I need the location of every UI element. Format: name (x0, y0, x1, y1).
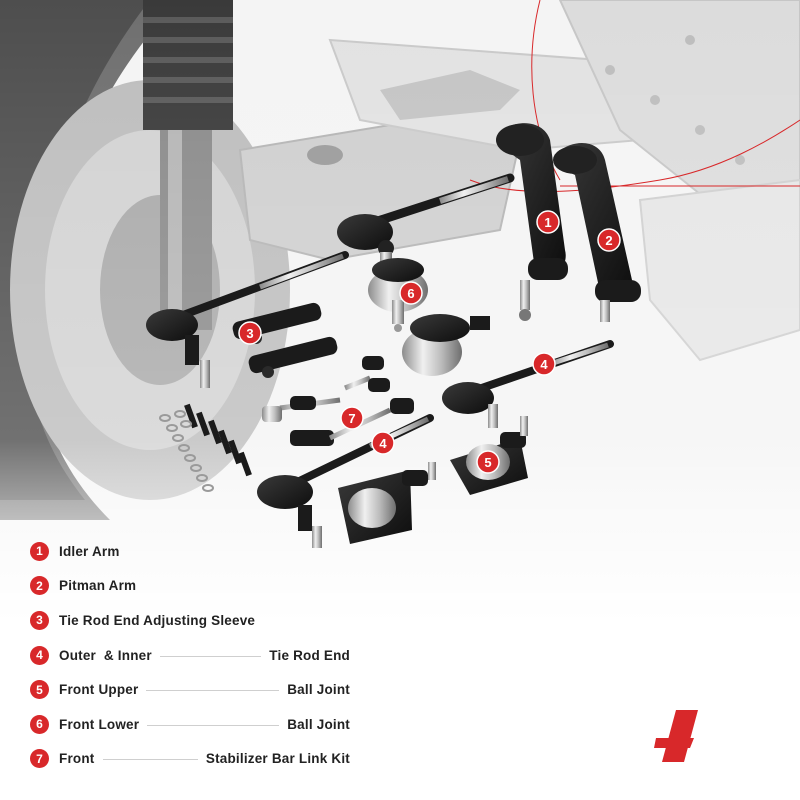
parts-legend: 1 Idler Arm 2 Pitman Arm 3 Tie Rod End A… (30, 534, 350, 776)
leader-line (146, 690, 280, 692)
legend-number: 3 (30, 610, 49, 630)
svg-text:4: 4 (379, 436, 387, 451)
legend-label-right: Ball Joint (287, 716, 350, 732)
hardware-bolts (159, 403, 252, 492)
legend-row: 4 Outer & Inner Tie Rod End (30, 638, 350, 673)
legend-row: 1 Idler Arm (30, 534, 350, 569)
badge-1: 1 (536, 210, 560, 234)
leader-line (159, 655, 262, 657)
legend-label: Front Lower (59, 716, 140, 732)
pitman-arm (553, 142, 641, 322)
legend-number: 7 (30, 749, 49, 769)
legend-number: 4 (30, 645, 49, 665)
badge-5: 5 (476, 450, 500, 474)
legend-number: 5 (30, 680, 49, 700)
legend-label: Front Upper (59, 682, 139, 698)
legend-label: Outer & Inner (59, 647, 152, 663)
upper-ball-joint-left (338, 462, 436, 544)
tie-rod-right (442, 340, 614, 428)
lower-ball-joint-mid (402, 314, 490, 376)
svg-text:3: 3 (246, 326, 253, 341)
badge-7: 7 (340, 406, 364, 430)
svg-text:5: 5 (484, 455, 491, 470)
brand-logo-icon (654, 710, 698, 762)
legend-row: 7 Front Stabilizer Bar Link Kit (30, 742, 350, 777)
legend-row: 5 Front Upper Ball Joint (30, 672, 350, 707)
legend-number: 2 (30, 576, 49, 596)
badge-3: 3 (238, 321, 262, 345)
svg-text:7: 7 (348, 411, 355, 426)
legend-number: 1 (30, 541, 49, 561)
svg-text:6: 6 (407, 286, 414, 301)
legend-label-right: Tie Rod End (269, 647, 350, 663)
legend-label: Tie Rod End Adjusting Sleeve (59, 612, 256, 628)
legend-label: Idler Arm (59, 543, 120, 559)
leader-line (102, 759, 198, 761)
legend-row: 3 Tie Rod End Adjusting Sleeve (30, 603, 350, 638)
legend-label-right: Stabilizer Bar Link Kit (205, 751, 350, 767)
badge-6: 6 (399, 281, 423, 305)
badge-2: 2 (597, 228, 621, 252)
tie-rod-left-long (146, 251, 349, 388)
idler-arm (496, 123, 568, 321)
badge-4-upper: 4 (532, 352, 556, 376)
legend-row: 2 Pitman Arm (30, 569, 350, 604)
stabilizer-links (262, 356, 414, 446)
legend-number: 6 (30, 714, 49, 734)
legend-label-right: Ball Joint (287, 682, 350, 698)
legend-row: 6 Front Lower Ball Joint (30, 707, 350, 742)
svg-text:2: 2 (605, 233, 612, 248)
svg-text:4: 4 (540, 357, 548, 372)
outer-tie-rod-top (337, 173, 515, 278)
badge-4-lower: 4 (371, 431, 395, 455)
leader-line (147, 724, 280, 726)
svg-text:1: 1 (544, 215, 551, 230)
tie-rod-lower (257, 414, 434, 548)
legend-label: Pitman Arm (59, 578, 137, 594)
legend-label: Front (59, 751, 95, 767)
